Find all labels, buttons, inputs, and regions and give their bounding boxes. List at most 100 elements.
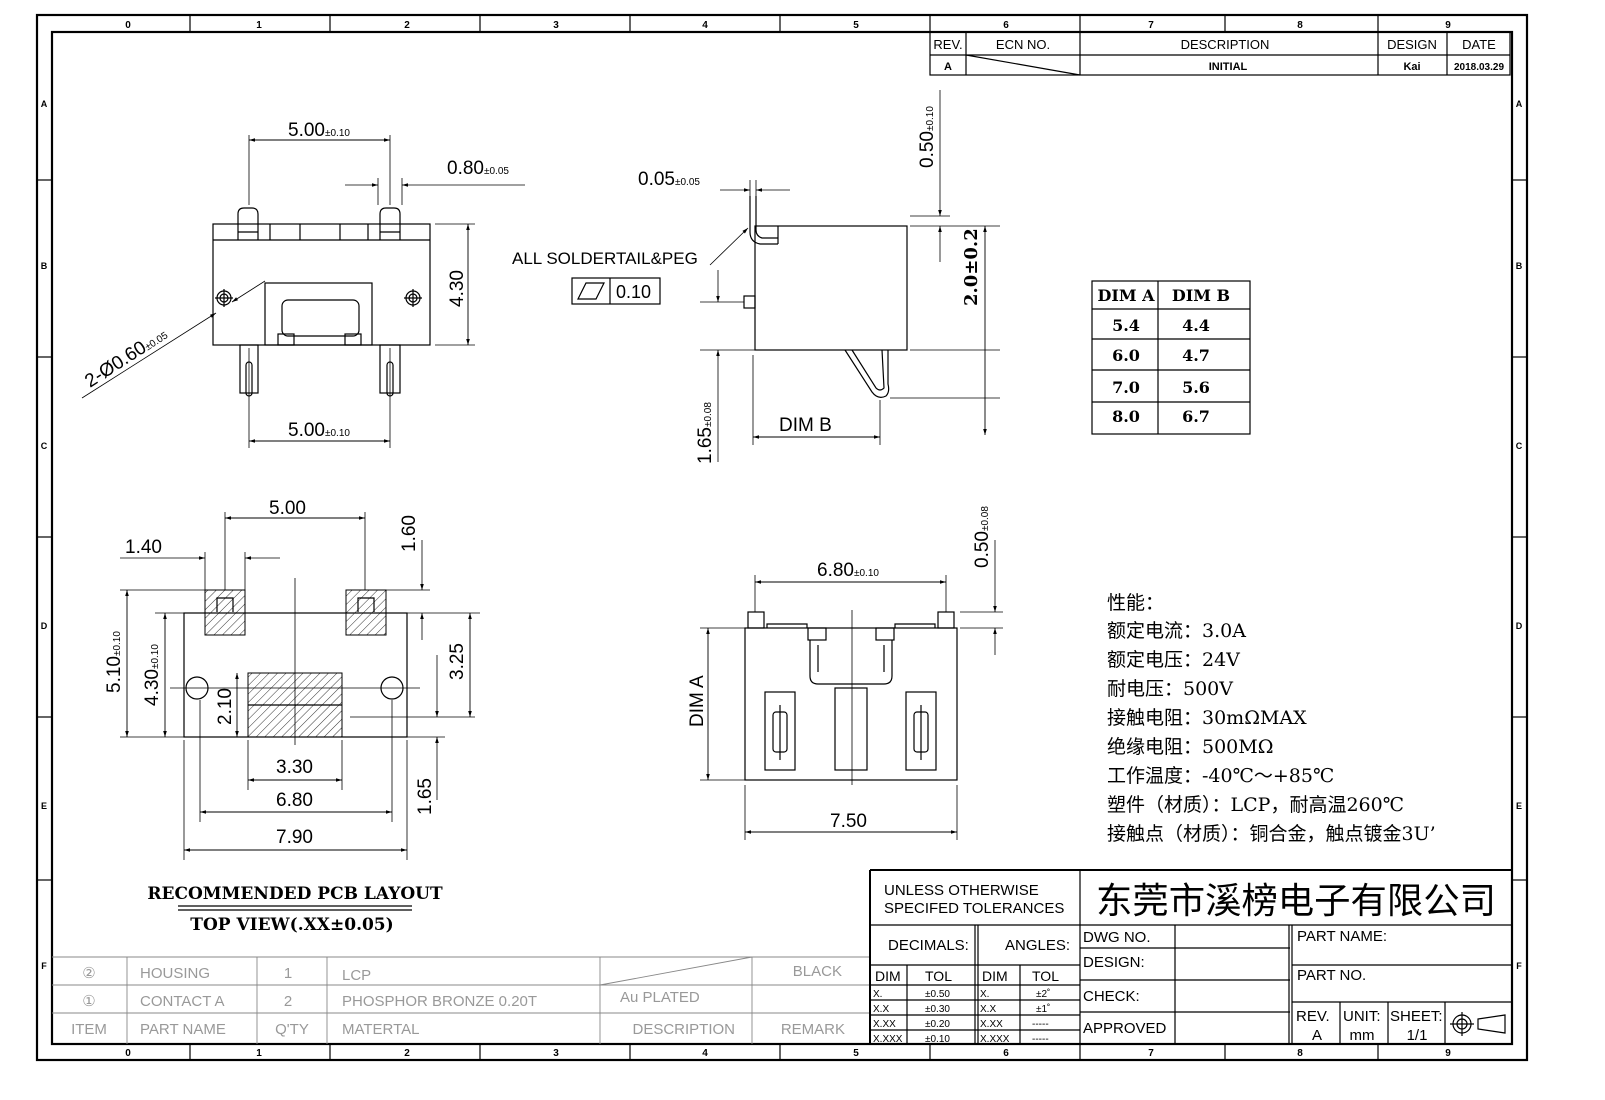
dim-top-width: 5.00±0.10 bbox=[288, 120, 350, 141]
dim-front-total-width: 7.50 bbox=[830, 811, 867, 832]
side-view: ALL SOLDERTAIL&PEG 0.10 0.05±0.05 0.50±0… bbox=[512, 90, 1000, 464]
dim-a-label: DIM A bbox=[687, 675, 708, 727]
approved-label: APPROVED bbox=[1083, 1020, 1167, 1037]
svg-text:9: 9 bbox=[1445, 1048, 1451, 1059]
rev-label: REV. bbox=[1296, 1008, 1330, 1025]
tol-cell: ----- bbox=[1032, 1019, 1049, 1030]
dim-a-header: DIM A bbox=[1097, 286, 1155, 305]
dim-table-cell: 8.0 bbox=[1112, 407, 1140, 426]
dwg-no-label: DWG NO. bbox=[1083, 929, 1151, 946]
company-name: 东莞市溪榜电子有限公司 bbox=[1096, 880, 1496, 921]
svg-text:5: 5 bbox=[853, 1048, 859, 1059]
angles-label: ANGLES: bbox=[1005, 937, 1070, 954]
dim-b-label: DIM B bbox=[779, 415, 832, 436]
svg-text:9: 9 bbox=[1445, 20, 1451, 31]
pcb-layout-view: 5.00 1.40 1.60 5.10±0.10 4.30±0.10 2.10 … bbox=[104, 498, 480, 935]
svg-text:8: 8 bbox=[1297, 20, 1303, 31]
parts-header-description: DESCRIPTION bbox=[632, 1021, 735, 1038]
dim-pad-width: 1.40 bbox=[125, 537, 162, 558]
svg-text:A: A bbox=[1516, 99, 1523, 109]
parts-material: LCP bbox=[342, 967, 371, 984]
dim-3-25: 3.25 bbox=[447, 643, 468, 680]
tol-cell: X.X bbox=[980, 1004, 996, 1015]
svg-text:5: 5 bbox=[853, 20, 859, 31]
svg-text:E: E bbox=[41, 801, 47, 811]
parts-part-name: CONTACT A bbox=[140, 993, 224, 1010]
flatness-icon bbox=[577, 282, 605, 300]
top-view-body bbox=[212, 207, 431, 397]
dim-gap: 0.05±0.05 bbox=[638, 169, 700, 190]
parts-header-part-name: PART NAME bbox=[140, 1021, 226, 1038]
svg-text:C: C bbox=[41, 441, 48, 451]
parts-material: PHOSPHOR BRONZE 0.20T bbox=[342, 993, 537, 1010]
sheet-value: 1/1 bbox=[1407, 1027, 1428, 1044]
parts-header-remark: REMARK bbox=[781, 1021, 845, 1038]
dim-body-height: 4.30±0.10 bbox=[142, 644, 163, 706]
svg-text:E: E bbox=[1516, 801, 1522, 811]
svg-text:2: 2 bbox=[404, 20, 410, 31]
tol-cell: X.XX bbox=[873, 1019, 896, 1030]
dim-side-height: 2.0±0.2 bbox=[961, 228, 982, 306]
dim-center-height: 2.10 bbox=[215, 688, 236, 725]
svg-text:A: A bbox=[41, 99, 48, 109]
dim-total-height: 5.10±0.10 bbox=[104, 631, 125, 693]
parts-table: ② HOUSING 1 LCP BLACK ① CONTACT A 2 PHOS… bbox=[52, 956, 870, 1044]
angles-dim-header: DIM bbox=[982, 968, 1008, 984]
dim-front-width: 6.80±0.10 bbox=[817, 560, 879, 581]
svg-text:7: 7 bbox=[1148, 1048, 1154, 1059]
spec-line: 性能： bbox=[1107, 592, 1164, 614]
flatness-callout: 0.10 bbox=[571, 277, 661, 305]
dim-table-cell: 4.7 bbox=[1182, 346, 1210, 365]
projection-symbol-icon bbox=[1450, 1012, 1506, 1036]
check-label: CHECK: bbox=[1083, 988, 1140, 1005]
parts-item: ② bbox=[82, 965, 95, 982]
soldertail-note: ALL SOLDERTAIL&PEG bbox=[512, 249, 698, 268]
tol-cell: ±0.10 bbox=[925, 1034, 950, 1045]
dim-center-width: 3.30 bbox=[276, 757, 313, 778]
svg-text:4: 4 bbox=[702, 20, 708, 31]
dim-pitch: 5.00 bbox=[269, 498, 306, 519]
unit-value: mm bbox=[1350, 1027, 1375, 1044]
parts-remark: BLACK bbox=[793, 963, 842, 980]
svg-text:0: 0 bbox=[125, 1048, 131, 1059]
tolerance-note-line-2: SPECIFED TOLERANCES bbox=[884, 900, 1064, 917]
design-value: Kai bbox=[1403, 61, 1420, 73]
dim-table-cell: 6.7 bbox=[1182, 407, 1210, 426]
spec-line: 塑件（材质）：LCP，耐高温260℃ bbox=[1107, 794, 1404, 816]
parts-qty: 1 bbox=[284, 965, 292, 982]
pcb-layout-title: RECOMMENDED PCB LAYOUT bbox=[147, 884, 443, 904]
spec-line: 工作温度：-40℃～+85℃ bbox=[1107, 765, 1334, 787]
revision-table: REV. ECN NO. DESCRIPTION DESIGN DATE A I… bbox=[929, 31, 1511, 76]
description-value: INITIAL bbox=[1209, 61, 1248, 73]
svg-text:1: 1 bbox=[256, 20, 262, 31]
design-label: DESIGN: bbox=[1083, 954, 1145, 971]
svg-text:3: 3 bbox=[553, 1048, 559, 1059]
dim-b-header: DIM B bbox=[1172, 286, 1230, 305]
tol-cell: ±2˚ bbox=[1036, 988, 1050, 1000]
parts-part-name: HOUSING bbox=[140, 965, 210, 982]
dim-leg-height: 1.65±0.08 bbox=[695, 402, 716, 464]
sheet-label: SHEET: bbox=[1390, 1008, 1443, 1025]
dim-front-top: 0.50±0.08 bbox=[972, 506, 993, 568]
dim-hole-diameter: 2-Ø0.60±0.05 bbox=[81, 323, 171, 392]
tol-cell: ----- bbox=[1032, 1034, 1049, 1045]
svg-text:B: B bbox=[41, 261, 48, 271]
tol-cell: X.XXX bbox=[980, 1034, 1010, 1045]
rev-value: A bbox=[944, 61, 952, 73]
dim-pin-width: 0.80±0.05 bbox=[447, 158, 509, 179]
specifications: 性能： 额定电流：3.0A 额定电压：24V 耐电压：500V 接触电阻：30m… bbox=[1107, 592, 1436, 845]
mounting-hole-icon bbox=[215, 289, 422, 307]
dim-bottom-width: 5.00±0.10 bbox=[288, 420, 350, 441]
svg-text:F: F bbox=[1516, 961, 1522, 971]
flatness-value: 0.10 bbox=[616, 282, 651, 302]
svg-text:6: 6 bbox=[1003, 20, 1009, 31]
rev-value: A bbox=[1312, 1027, 1322, 1044]
dim-pad-height: 1.60 bbox=[399, 515, 420, 552]
parts-item: ① bbox=[82, 993, 95, 1010]
dim-table-cell: 6.0 bbox=[1112, 346, 1140, 365]
svg-text:8: 8 bbox=[1297, 1048, 1303, 1059]
dim-top-offset: 0.50±0.10 bbox=[917, 106, 938, 168]
